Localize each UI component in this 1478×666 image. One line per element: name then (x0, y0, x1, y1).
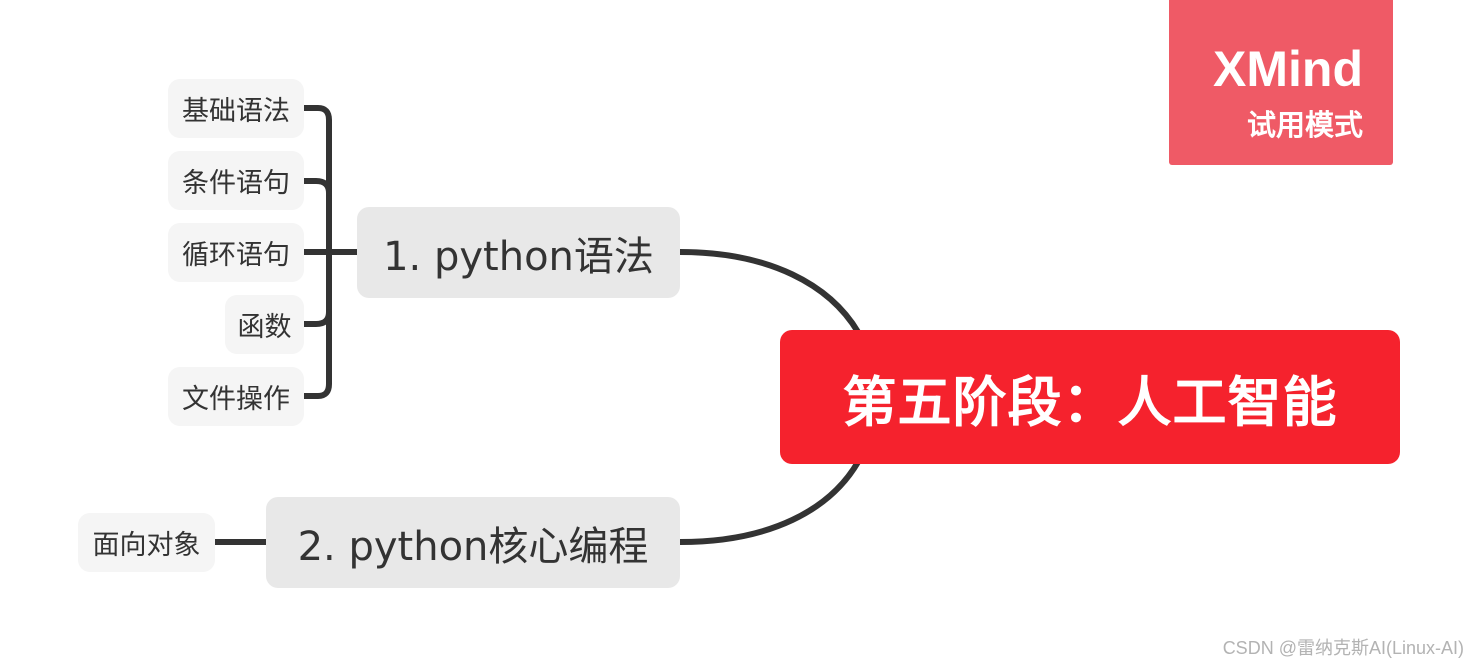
xmind-trial-watermark: XMind 试用模式 (1169, 0, 1393, 165)
topic-object-oriented[interactable]: 面向对象 (78, 513, 215, 572)
topic-functions[interactable]: 函数 (225, 295, 304, 354)
connector-root-branch1 (677, 249, 861, 335)
connector-root-branch2 (677, 459, 861, 545)
connector-branch1-child4 (301, 309, 332, 327)
topic-python-core-programming[interactable]: 2. python核心编程 (266, 497, 680, 588)
topic-loop-statements[interactable]: 循环语句 (168, 223, 304, 282)
topic-python-syntax[interactable]: 1. python语法 (357, 207, 680, 298)
connector-branch1-child2 (301, 178, 332, 196)
topic-file-operations[interactable]: 文件操作 (168, 367, 304, 426)
watermark-title: XMind (1213, 41, 1363, 97)
topic-conditional-statements[interactable]: 条件语句 (168, 151, 304, 210)
central-topic[interactable]: 第五阶段：人工智能 (780, 330, 1400, 464)
topic-basic-syntax[interactable]: 基础语法 (168, 79, 304, 138)
watermark-subtitle: 试用模式 (1246, 108, 1363, 142)
author-credit: CSDN @雷纳克斯AI(Linux-AI) (1222, 638, 1464, 658)
